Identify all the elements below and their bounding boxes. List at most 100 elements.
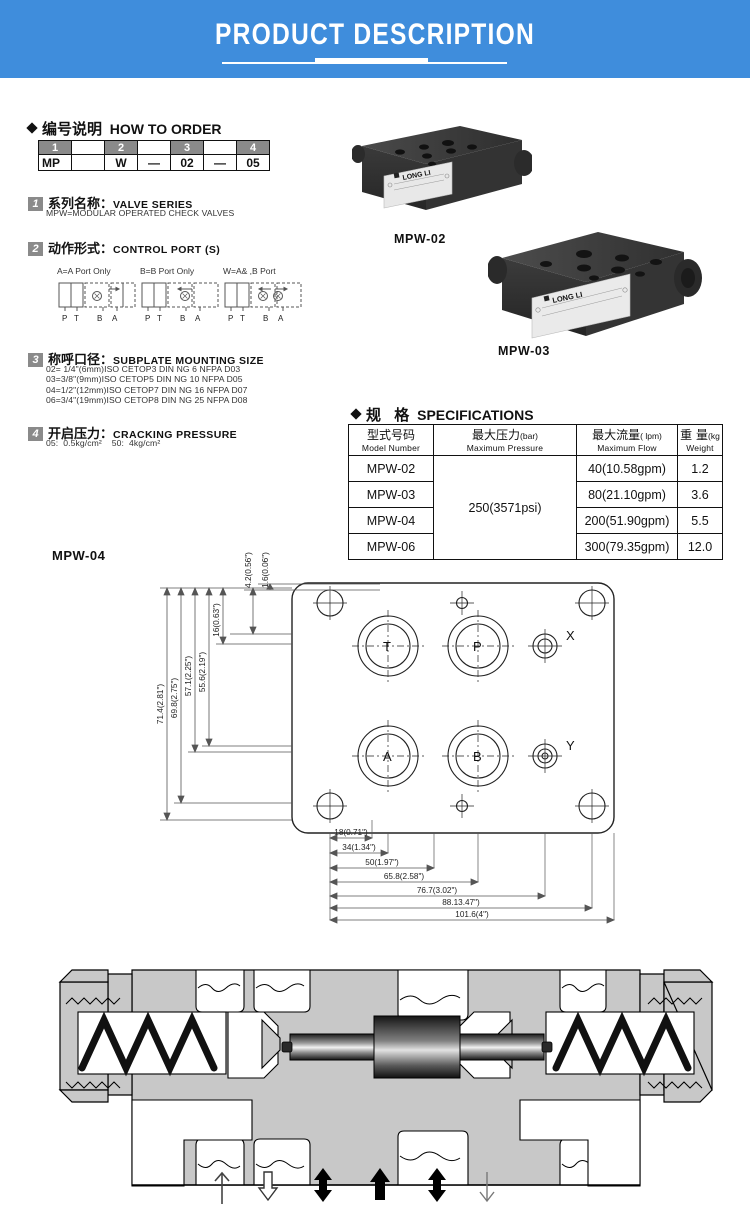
spec-col-weight-cn: 重 量: [680, 428, 708, 443]
spec-model-2: MPW-04: [348, 507, 434, 534]
symbol-a-caption: A=A Port Only: [57, 266, 111, 276]
item-number-3: 3: [28, 353, 43, 367]
hdim-76-7: 76.7(3.02"): [417, 886, 458, 895]
symbol-a-diagram: P T B A: [58, 282, 136, 323]
item-number-1: 1: [28, 197, 43, 211]
symbol-b-port-b: B: [180, 314, 185, 323]
code-value-05: 05: [246, 155, 260, 170]
spec-col-flow-cn: 最大流量: [592, 428, 641, 443]
page-title: PRODUCT DESCRIPTION: [215, 18, 535, 51]
specifications-heading-en: SPECIFICATIONS: [417, 407, 534, 423]
how-to-order-heading-cn: 编号说明: [42, 120, 103, 138]
code-value-02: 02: [170, 154, 204, 171]
spec-weight-2: 5.5: [677, 507, 723, 534]
code-value-w: W: [104, 154, 138, 171]
hdim-65-8: 65.8(2.58"): [384, 872, 425, 881]
item-2-label-en: CONTROL PORT (S): [113, 244, 221, 256]
item-1-label-cn: 系列名称：: [48, 197, 114, 212]
product-label-mpw-02: MPW-02: [394, 232, 446, 246]
symbol-a-port-p: P: [62, 314, 67, 323]
symbol-b-caption: B=B Port Only: [140, 266, 195, 276]
item-2-label-cn: 动作形式：: [48, 242, 114, 257]
spec-col-flow: 最大流量( lpm) Maximum Flow: [576, 424, 678, 456]
diamond-bullet-icon-spec: [350, 408, 362, 420]
specifications-heading-cn: 规 格: [366, 406, 414, 424]
symbol-b-diagram: P T B A: [141, 282, 219, 323]
vdim-16: 16(0.63"): [212, 603, 221, 637]
hdim-34: 34(1.34"): [342, 843, 376, 852]
port-group: [316, 589, 606, 820]
vdim-4-2: 4.2(0.56"): [244, 552, 253, 588]
diamond-bullet-icon: [26, 122, 38, 134]
code-index-2: 2: [104, 140, 138, 155]
code-value-dash-2: —: [203, 154, 237, 171]
how-to-order-heading-en: HOW TO ORDER: [109, 121, 222, 137]
symbol-a-port-a: A: [112, 314, 118, 323]
spec-pressure-merged: 250(3571psi): [433, 455, 577, 560]
spec-col-pressure-cn: 最大压力: [472, 428, 521, 443]
item-number-4: 4: [28, 427, 43, 441]
hdim-88-1: 88.13.47"): [442, 898, 480, 907]
item-1-label-en: VALVE SERIES: [113, 199, 193, 211]
product-label-mpw-03: MPW-03: [498, 344, 550, 358]
symbol-w-port-a: A: [278, 314, 284, 323]
table-row: MPW-02 250(3571psi) 40(10.58gpm) 1.2: [348, 455, 723, 560]
valve-spool: [281, 1015, 553, 1079]
spec-weight-3: 12.0: [677, 533, 723, 560]
cross-section-drawing: [58, 969, 714, 1204]
page-header-banner: PRODUCT DESCRIPTION: [0, 0, 750, 78]
spec-weight-1: 3.6: [677, 481, 723, 508]
vdim-57-1: 57.1(2.25"): [184, 656, 193, 697]
spec-col-flow-en: Maximum Flow: [597, 442, 657, 453]
specifications-table: 型式号码 Model Number 最大压力(bar) Maximum Pres…: [348, 424, 723, 560]
symbol-b-port-p: P: [145, 314, 150, 323]
hdim-101-6: 101.6(4"): [455, 910, 489, 919]
spec-header-row: 型式号码 Model Number 最大压力(bar) Maximum Pres…: [348, 424, 723, 456]
code-index-3: 3: [170, 140, 204, 155]
code-gap-2: .: [137, 140, 171, 155]
item-3-detail: 02= 1/4"(6mm)ISO CETOP3 DIN NG 6 NFPA D0…: [46, 364, 248, 406]
flow-arrow-thin-down: [479, 1172, 495, 1203]
port-label-t: T: [383, 639, 391, 654]
item-4-label-cn: 开启压力：: [48, 427, 114, 442]
specifications-heading: 规 格 SPECIFICATIONS: [350, 404, 534, 425]
item-1-detail: MPW=MODULAR OPERATED CHECK VALVES: [46, 208, 235, 218]
flow-arrows: [214, 1168, 495, 1204]
spec-col-weight-en: Weight: [686, 442, 714, 453]
spring-right: [552, 1011, 692, 1077]
spec-flow-1: 80(21.10gpm): [576, 481, 678, 508]
spec-col-weight: 重 量(kg Weight: [677, 424, 723, 456]
dimension-drawing: T P A B X Y: [156, 552, 616, 924]
product-photo-mpw-03: LONG LI: [488, 232, 702, 339]
spec-model-0: MPW-02: [348, 455, 434, 482]
code-gap-1: .: [71, 140, 105, 155]
code-index-1: 1: [38, 140, 72, 155]
symbol-b-port-a: A: [195, 314, 201, 323]
item-4-detail: 05: 0.5kg/cm² 50: 4kg/cm²: [46, 438, 161, 448]
vdim-71-4: 71.4(2.81"): [156, 684, 165, 725]
flow-arrow-thin-up: [214, 1171, 230, 1204]
item-3-label-cn: 称呼口径：: [48, 353, 114, 368]
spec-model-1: MPW-03: [348, 481, 434, 508]
flow-arrow-double-2: [428, 1168, 446, 1202]
dimension-drawing-title: MPW-04: [52, 548, 106, 563]
flow-arrow-double-1: [314, 1168, 332, 1202]
vdim-69-8: 69.8(2.75"): [170, 678, 179, 719]
spring-left: [78, 1011, 218, 1077]
flow-arrow-solid-up: [370, 1168, 390, 1200]
ordering-code-number-row: 1 . 2 . 3 . 4: [38, 140, 270, 155]
symbol-w-port-p: P: [228, 314, 233, 323]
port-label-y: Y: [566, 738, 575, 753]
spec-col-model: 型式号码 Model Number: [348, 424, 434, 456]
port-label-b: B: [473, 749, 482, 764]
spec-col-model-en: Model Number: [361, 442, 421, 453]
table-row: MPW-03 80(21.10gpm) 3.6: [348, 481, 723, 508]
symbol-w-caption: W=A& ,B Port: [223, 266, 276, 276]
ordering-code-value-row: MP W — 02 — 05: [38, 154, 270, 171]
spec-col-flow-unit: ( lpm): [640, 431, 662, 442]
spec-flow-3: 300(79.35gpm): [576, 533, 678, 560]
symbol-b-port-t: T: [157, 314, 162, 323]
flow-arrow-outline-down: [257, 1171, 279, 1202]
